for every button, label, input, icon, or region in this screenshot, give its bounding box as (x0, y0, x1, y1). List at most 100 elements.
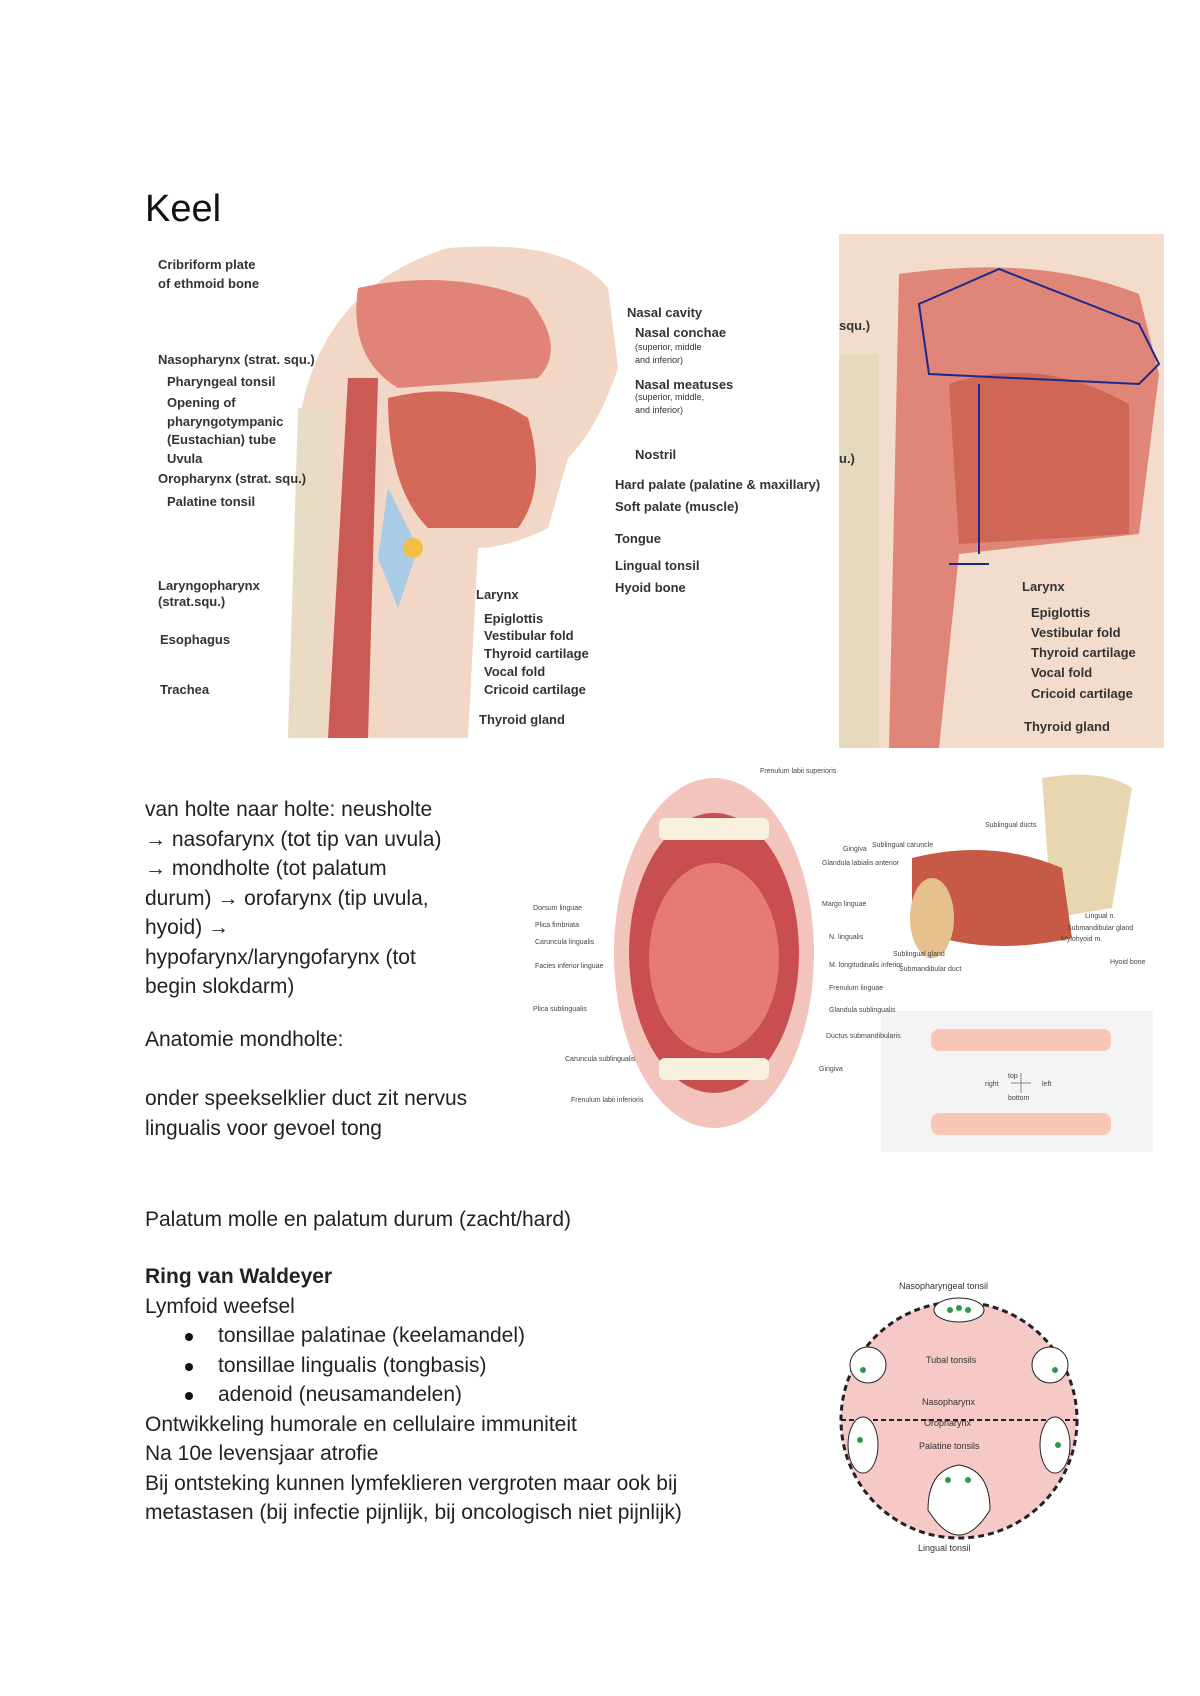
figure-label: Palatine tonsils (919, 1441, 980, 1451)
figure-label: Lingual tonsil (918, 1543, 971, 1553)
figure-label: Submandibular duct (899, 966, 962, 973)
waldeyer-ring-illustration (839, 1297, 1079, 1540)
figure-label: Thyroid gland (479, 712, 565, 727)
figure-label: Trachea (160, 682, 210, 697)
figure-label: Esophagus (160, 632, 231, 647)
figure-label: Tubal tonsils (926, 1355, 977, 1365)
figure-label: left (1042, 1081, 1052, 1088)
bullet-item: tonsillae lingualis (tongbasis) (145, 1351, 845, 1381)
figure-label: Nasal meatuses (635, 377, 734, 392)
figure-label: Oropharynx (strat. squ.) (158, 471, 307, 486)
figure-label: Ductus submandibularis (826, 1033, 901, 1040)
figure-label: Uvula (167, 451, 203, 466)
figure-label: Mylohyoid m. (1061, 936, 1103, 943)
oral-cavity-illustration (614, 778, 814, 1128)
figure-label: Facies inferior linguae (535, 963, 604, 970)
text-line: onder speekselklier duct zit nervus (145, 1087, 468, 1110)
figure-label: Plica sublingualis (533, 1006, 587, 1013)
figure-salivary-glands (872, 768, 1155, 981)
figure-label: Larynx (1022, 579, 1065, 594)
figure-label: Gingiva (843, 846, 867, 853)
figure-label: of ethmoid bone (158, 276, 260, 291)
bullet-item: tonsillae palatinae (keelamandel) (145, 1321, 845, 1351)
figure-label: right (985, 1081, 999, 1088)
figure-label: Plica fimbriata (535, 922, 579, 929)
figure-label: Sublingual gland (893, 951, 945, 958)
waldeyer-heading: Ring van Waldeyer (145, 1265, 333, 1288)
figure-label: Hyoid bone (1110, 959, 1146, 966)
figure-label: Margo linguae (822, 901, 867, 908)
figure-teeth-chart (881, 1011, 1153, 1152)
figure-label: Frenulum labii superioris (760, 768, 837, 775)
anatomie-heading: Anatomie mondholte: (145, 1028, 344, 1051)
figure-label: Submandibular gland (1067, 925, 1134, 932)
figure-label: Cricoid cartilage (1031, 686, 1133, 701)
figure-label: Sublingual ducts (985, 822, 1037, 829)
text-line: metastasen (bij infectie pijnlijk, bij o… (145, 1501, 682, 1524)
figure-label: Nasopharynx (strat. squ.) (158, 352, 315, 367)
salivary-glands-illustration (910, 774, 1132, 958)
figure-label: Cribriform plate (158, 257, 256, 272)
figure-label: Vocal fold (1031, 665, 1093, 680)
figure-label: Laryngopharynx (158, 578, 260, 593)
figure-label: Vestibular fold (484, 628, 574, 643)
figure-label: Dorsum linguae (533, 905, 583, 912)
figure-label: Vocal fold (484, 664, 546, 679)
text-line: → mondholte (tot palatum (145, 857, 387, 880)
figure-label: Nasopharynx (922, 1397, 976, 1407)
text-line: durum) → orofarynx (tip uvula, (145, 886, 429, 910)
throat-anatomy-illustration (288, 246, 618, 739)
figure-label: Nasal cavity (627, 305, 703, 320)
figure-label: N. lingualis (829, 934, 864, 941)
figure-label: Pharyngeal tonsil (167, 374, 276, 389)
palatum-line: Palatum molle en palatum durum (zacht/ha… (145, 1208, 572, 1231)
figure-label: Opening of (167, 395, 236, 410)
figure-label: Glandula sublingualis (829, 1007, 896, 1014)
teeth-chart-illustration (931, 1029, 1111, 1135)
figure-label: Frenulum linguae (829, 985, 884, 992)
figure-label: Vestibular fold (1031, 625, 1121, 640)
paragraph-holte: van holte naar holte: neusholte → nasofar… (145, 795, 535, 1002)
figure-label: and inferior) (635, 355, 684, 365)
figure-label: Hard palate (palatine & maxillary) (615, 477, 821, 492)
figure-label: Thyroid gland (1024, 719, 1110, 734)
paragraph-speeksel: onder speekselklier duct zit nervus lingu… (145, 1084, 535, 1143)
figure-oral-cavity (529, 763, 894, 1134)
figure-label: Gingiva (819, 1066, 843, 1073)
figure-label: top (1008, 1073, 1018, 1080)
figure-label: Cricoid cartilage (484, 682, 586, 697)
figure-label: Soft palate (muscle) (615, 499, 739, 514)
figure-label: Caruncula lingualis (535, 939, 595, 946)
figure-label: Nasal conchae (635, 325, 727, 340)
figure-label: Epiglottis (1031, 605, 1091, 620)
figure-label: (strat.squ.) (158, 594, 226, 609)
figure-label: (Eustachian) tube (167, 432, 277, 447)
figure-label: bottom (1008, 1095, 1030, 1102)
figure-waldeyer-ring (828, 1270, 1090, 1564)
figure-label: Oropharynx (924, 1418, 972, 1428)
figure-label: (superior, middle (635, 342, 702, 352)
text-line: → nasofarynx (tot tip van uvula) (145, 827, 442, 851)
figure-label: Tongue (615, 531, 661, 546)
figure-throat-annotated (839, 234, 1164, 748)
figure-label: squ.) (839, 318, 871, 333)
figure-label: Sublingual caruncle (872, 842, 934, 849)
figure-label: M. longitudinalis inferior (829, 962, 903, 969)
figure-throat-sagittal (148, 228, 828, 740)
figure-label: Nostril (635, 447, 677, 462)
figure-label: Lingual tonsil (615, 558, 700, 573)
bullet-item: adenoid (neusamandelen) (145, 1380, 845, 1410)
text-line: Bij ontsteking kunnen lymfeklieren vergr… (145, 1471, 678, 1495)
figure-label: Thyroid cartilage (484, 646, 589, 661)
text-line: Ontwikkeling humorale en cellulaire immu… (145, 1412, 577, 1436)
text-line: begin slokdarm) (145, 975, 295, 998)
text-line: Na 10e levensjaar atrofie (145, 1442, 379, 1465)
waldeyer-section: Ring van Waldeyer Lymfoid weefsel tonsil… (145, 1262, 845, 1528)
figure-label: Thyroid cartilage (1031, 645, 1136, 660)
text-line: lingualis voor gevoel tong (145, 1116, 382, 1140)
text-line: van holte naar holte: neusholte (145, 798, 433, 821)
figure-label: pharyngotympanic (167, 414, 284, 429)
figure-label: (superior, middle, (635, 392, 705, 402)
figure-label: Hyoid bone (615, 580, 686, 595)
